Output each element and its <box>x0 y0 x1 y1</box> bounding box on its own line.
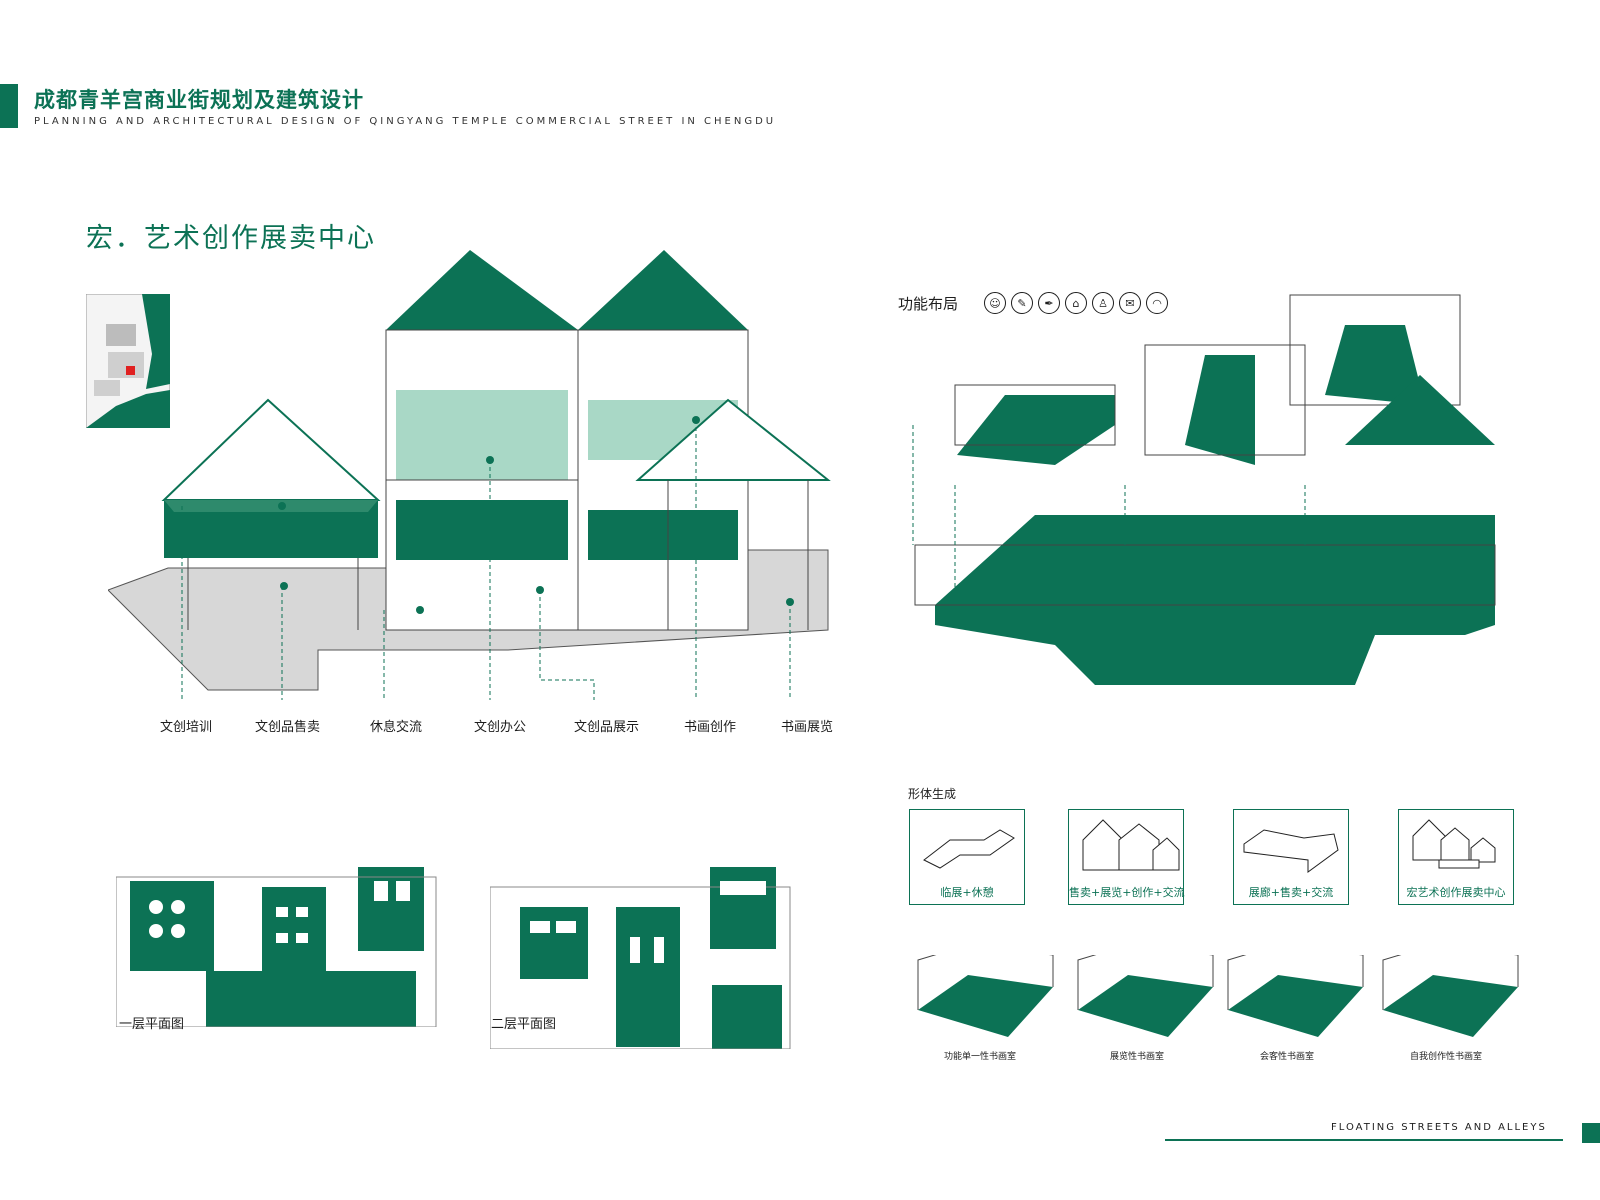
axonometric-drawing <box>108 250 831 700</box>
axon-label-6: 书画创作 <box>684 720 737 735</box>
mask-icon: ☺ <box>984 292 1006 314</box>
axon-label-4: 文创办公 <box>474 720 527 735</box>
function-icons: ☺ ✎ ✒ ⌂ ♙ ✉ ◠ <box>984 292 1168 314</box>
form-generation-title: 形体生成 <box>908 787 957 801</box>
studio-caption-4: 自我创作性书画室 <box>1410 1052 1483 1062</box>
header-accent-bar <box>0 84 18 128</box>
upper-floor-plan-label: 二层平面图 <box>491 1017 557 1032</box>
form-step-4: 宏艺术创作展卖中心 <box>1398 809 1514 905</box>
brush-icon: ✒ <box>1038 292 1060 314</box>
upper-floor-plan <box>490 867 791 1049</box>
footer-line <box>1165 1139 1563 1141</box>
studio-caption-1: 功能单一性书画室 <box>944 1052 1017 1062</box>
form-step-4-caption: 宏艺术创作展卖中心 <box>1406 886 1506 899</box>
shop-icon: ⌂ <box>1065 292 1087 314</box>
studio-diagram-1 <box>917 955 1054 1037</box>
people-icon: ♙ <box>1092 292 1114 314</box>
wifi-icon: ◠ <box>1146 292 1168 314</box>
page-title: 成都青羊宫商业街规划及建筑设计 <box>34 88 364 112</box>
paint-icon: ✎ <box>1011 292 1033 314</box>
axon-label-1: 文创培训 <box>160 720 213 735</box>
studio-diagram-3 <box>1227 955 1364 1037</box>
form-step-1-caption: 临展+休憩 <box>940 886 994 899</box>
section-title: 宏．艺术创作展卖中心 <box>86 223 376 254</box>
form-step-2-caption: 售卖+展览+创作+交流 <box>1069 886 1185 899</box>
ground-floor-plan-label: 一层平面图 <box>119 1017 185 1032</box>
form-step-1: 临展+休憩 <box>909 809 1025 905</box>
studio-caption-2: 展览性书画室 <box>1110 1052 1165 1062</box>
function-exploded-axon <box>912 294 1496 685</box>
chat-icon: ✉ <box>1119 292 1141 314</box>
form-step-2: 售卖+展览+创作+交流 <box>1068 809 1185 905</box>
footer-accent-bar <box>1582 1123 1600 1143</box>
studio-diagram-2 <box>1077 955 1214 1037</box>
ground-floor-plan <box>116 867 437 1027</box>
studio-diagram-4 <box>1382 955 1519 1037</box>
axon-label-5: 文创品展示 <box>574 720 640 735</box>
axon-label-7: 书画展览 <box>781 720 834 735</box>
site-map <box>86 294 170 428</box>
form-step-3: 展廊+售卖+交流 <box>1233 809 1349 905</box>
studio-caption-3: 会客性书画室 <box>1260 1052 1315 1062</box>
axon-label-2: 文创品售卖 <box>255 720 321 735</box>
function-layout-title: 功能布局 <box>898 295 959 313</box>
footer-text: FLOATING STREETS AND ALLEYS <box>1331 1122 1547 1133</box>
axon-label-3: 休息交流 <box>370 720 423 735</box>
page-subtitle: PLANNING AND ARCHITECTURAL DESIGN OF QIN… <box>34 116 777 127</box>
form-step-3-caption: 展廊+售卖+交流 <box>1248 886 1334 899</box>
